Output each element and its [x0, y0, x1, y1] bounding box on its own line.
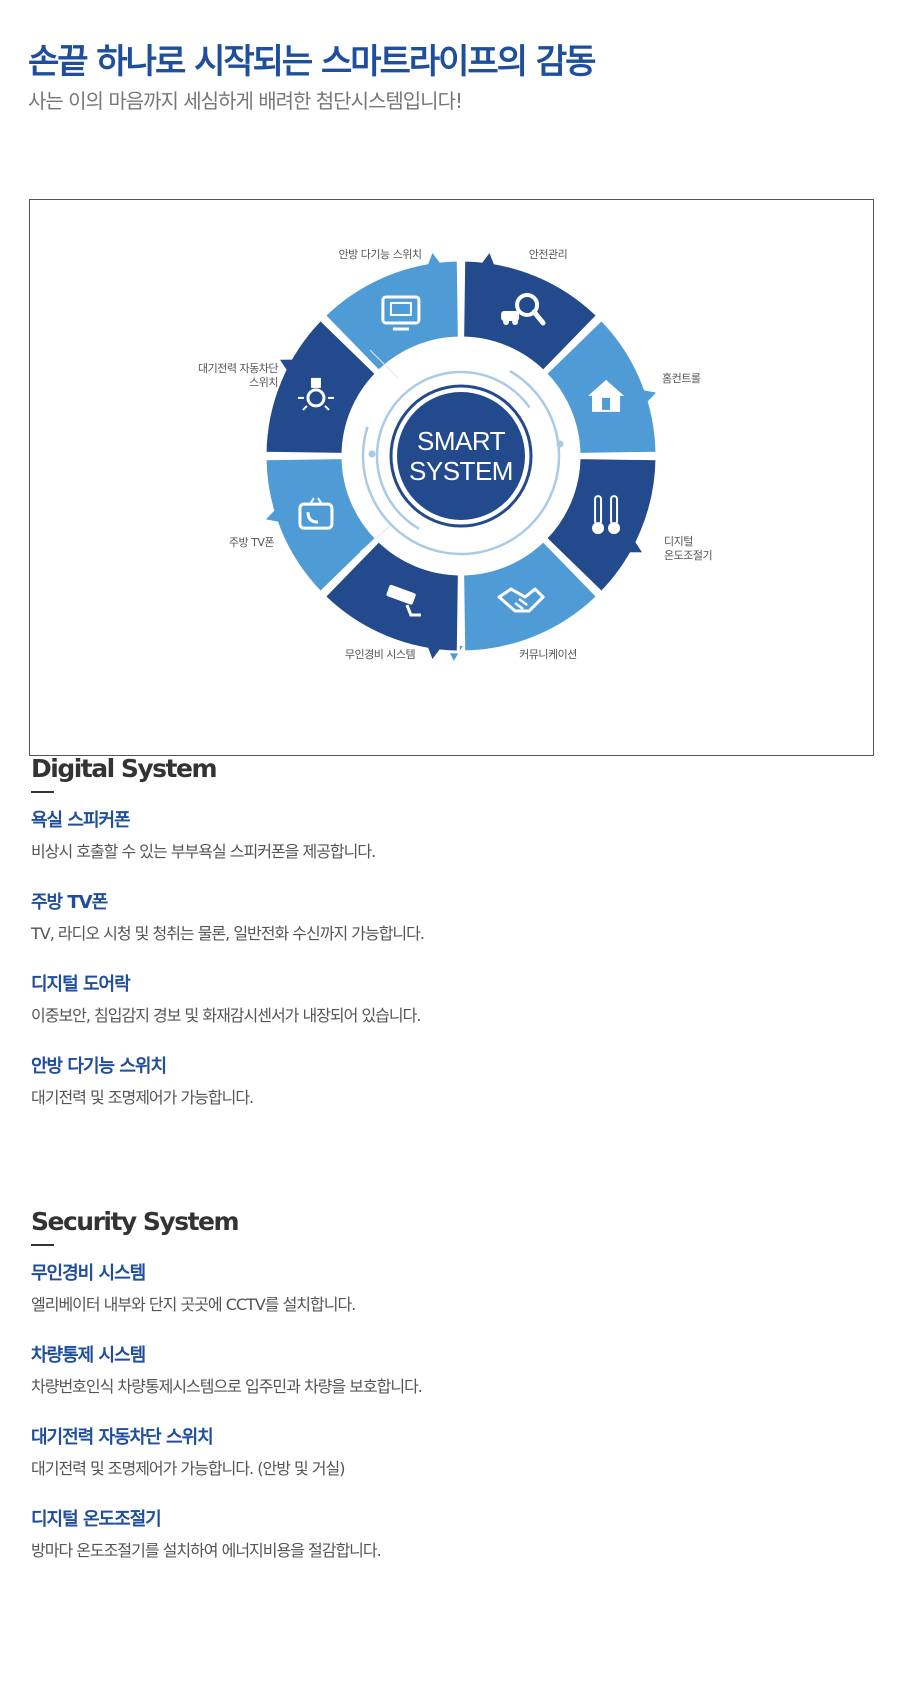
magnifier-car-icon	[501, 292, 546, 326]
house-remote-icon	[588, 379, 625, 412]
arc-dot-left	[368, 450, 376, 458]
light-bulb-icon	[297, 377, 334, 411]
section-title-digital: Digital System	[31, 754, 218, 783]
page-header: 손끝 하나로 시작되는 스마트라이프의 감동 사는 이의 마음까지 세심하게 배…	[28, 42, 888, 114]
digital-item-list: 욕실 스피커폰 비상시 호출할 수 있는 부부욕실 스피커폰을 제공합니다. 주…	[31, 809, 871, 1109]
security-system-section: Security System 무인경비 시스템 엘리베이터 내부와 단지 곳곳…	[31, 1206, 871, 1590]
inner-arc-outer	[361, 356, 561, 556]
item-desc: 차량번호인식 차량통제시스템으로 입주민과 차량을 보호합니다.	[31, 1377, 423, 1396]
list-item: 욕실 스피커폰 비상시 호출할 수 있는 부부욕실 스피커폰을 제공합니다.	[31, 809, 871, 863]
segment-pointer	[279, 359, 298, 375]
segment-label-line: 디지털	[664, 535, 693, 548]
list-item: 주방 TV폰 TV, 라디오 시청 및 청취는 물론, 일반전화 수신까지 가능…	[31, 891, 871, 945]
segment-shape	[461, 538, 600, 654]
item-desc: TV, 라디오 시청 및 청취는 물론, 일반전화 수신까지 가능합니다.	[31, 924, 425, 943]
segment-label-comm: 커뮤니케이션	[519, 648, 577, 661]
decor-line-top	[369, 349, 399, 379]
segment-shape	[263, 456, 379, 595]
item-desc: 비상시 호출할 수 있는 부부욕실 스피커폰을 제공합니다.	[31, 842, 376, 861]
segment-label-safety: 안전관리	[529, 248, 567, 261]
ring-segments	[263, 252, 659, 661]
item-desc: 방마다 온도조절기를 설치하여 에너지비용을 절감합니다.	[31, 1541, 382, 1560]
center-badge-fill	[397, 392, 525, 520]
item-title: 대기전력 자동차단 스위치	[31, 1427, 214, 1448]
item-title: 안방 다기능 스위치	[31, 1056, 167, 1077]
item-title: 디지털 온도조절기	[31, 1509, 162, 1530]
page-subtitle: 사는 이의 마음까지 세심하게 배려한 첨단시스템입니다!	[28, 89, 463, 113]
segment-label-line: 주방 TV폰	[229, 536, 274, 549]
item-title: 주방 TV폰	[31, 892, 108, 913]
ring-segment-safety	[461, 252, 600, 374]
tv-phone-icon	[298, 497, 334, 530]
handshake-icon	[497, 587, 545, 613]
ring-segment-standby	[263, 317, 379, 456]
section-rule	[31, 791, 54, 793]
ring-segment-tvphone	[263, 456, 379, 595]
segment-label-line: 무인경비 시스템	[345, 648, 415, 661]
list-item: 대기전력 자동차단 스위치 대기전력 및 조명제어가 가능합니다. (안방 및 …	[31, 1426, 871, 1480]
center-text-line2: SYSTEM	[409, 456, 513, 486]
item-title: 무인경비 시스템	[31, 1263, 146, 1284]
segment-label-cctv: 무인경비 시스템	[345, 648, 415, 661]
decor-line-bottom	[359, 525, 391, 553]
list-item: 디지털 온도조절기 방마다 온도조절기를 설치하여 에너지비용을 절감합니다.	[31, 1508, 871, 1562]
page-title: 손끝 하나로 시작되는 스마트라이프의 감동	[28, 42, 596, 82]
segment-label-line: 스위치	[249, 376, 278, 389]
segment-pointer	[266, 506, 284, 523]
cctv-camera-icon	[386, 584, 421, 617]
ring-segment-cctv	[322, 538, 461, 660]
thermometer-icon	[592, 495, 621, 535]
section-rule	[31, 1244, 54, 1246]
segment-pointer	[638, 389, 656, 406]
ring-segment-comm	[446, 538, 600, 661]
segment-label-home: 홈컨트롤	[662, 371, 701, 385]
segment-pointer	[479, 252, 496, 270]
segment-pointer	[426, 252, 443, 270]
item-title: 차량통제 시스템	[31, 1345, 146, 1366]
digital-system-section: Digital System 욕실 스피커폰 비상시 호출할 수 있는 부부욕실…	[31, 753, 871, 1137]
item-title: 욕실 스피커폰	[31, 810, 131, 831]
segment-label-line: 홈컨트롤	[662, 371, 701, 385]
segment-label-multiswitch: 안방 다기능 스위치	[339, 248, 422, 261]
list-item: 안방 다기능 스위치 대기전력 및 조명제어가 가능합니다.	[31, 1055, 871, 1109]
ring-segment-home	[543, 317, 659, 456]
item-desc: 대기전력 및 조명제어가 가능합니다. (안방 및 거실)	[31, 1459, 346, 1478]
segment-label-line: 안전관리	[529, 248, 567, 261]
security-item-list: 무인경비 시스템 엘리베이터 내부와 단지 곳곳에 CCTV를 설치합니다. 차…	[31, 1262, 871, 1562]
section-title-security: Security System	[31, 1207, 240, 1236]
segment-pointer	[426, 642, 443, 660]
center-badge: SMART SYSTEM	[389, 384, 533, 528]
item-desc: 이중보안, 침입감지 경보 및 화재감시센서가 내장되어 있습니다.	[31, 1006, 421, 1025]
center-text-line1: SMART	[417, 426, 506, 456]
segment-label-line: 안방 다기능 스위치	[339, 248, 422, 261]
ring-segment-thermo	[543, 456, 659, 595]
segment-label-line: 대기전력 자동차단	[198, 362, 278, 375]
segment-pointer	[624, 537, 643, 553]
item-title: 디지털 도어락	[31, 974, 131, 995]
ring-segment-multiswitch	[322, 252, 461, 374]
arc-dot-right	[556, 440, 564, 448]
list-item: 디지털 도어락 이중보안, 침입감지 경보 및 화재감시센서가 내장되어 있습니…	[31, 973, 871, 1027]
touch-screen-icon	[381, 295, 421, 331]
segment-label-tvphone: 주방 TV폰	[229, 536, 274, 549]
segment-label-line: 온도조절기	[664, 549, 712, 562]
item-desc: 대기전력 및 조명제어가 가능합니다.	[31, 1088, 254, 1107]
list-item: 무인경비 시스템 엘리베이터 내부와 단지 곳곳에 CCTV를 설치합니다.	[31, 1262, 871, 1316]
list-item: 차량통제 시스템 차량번호인식 차량통제시스템으로 입주민과 차량을 보호합니다…	[31, 1344, 871, 1398]
segment-label-line: 커뮤니케이션	[519, 648, 577, 661]
item-desc: 엘리베이터 내부와 단지 곳곳에 CCTV를 설치합니다.	[31, 1295, 356, 1314]
